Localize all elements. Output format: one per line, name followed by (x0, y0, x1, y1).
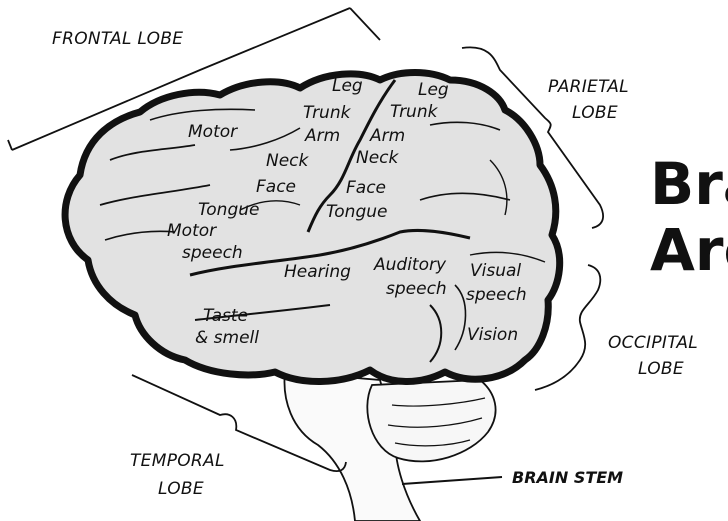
area-auditory-speech-line1: Auditory (373, 255, 447, 275)
area-auditory-speech-line2: speech (386, 279, 447, 299)
area-hearing: Hearing (284, 262, 351, 282)
area-taste-smell-line1: Taste (203, 306, 248, 326)
area-visual-speech-line2: speech (466, 285, 527, 305)
area-neck-1: Neck (266, 151, 310, 171)
area-vision: Vision (467, 325, 518, 345)
cerebellum (367, 380, 495, 461)
brain-stem-pointer (402, 477, 502, 484)
area-leg-1: Leg (332, 76, 363, 96)
occipital-lobe-label-line1: OCCIPITAL (608, 333, 698, 353)
area-taste-smell-line2: & smell (195, 328, 259, 348)
area-arm-1: Arm (304, 126, 340, 146)
temporal-lobe-label-line2: LOBE (158, 479, 204, 499)
area-visual-speech-line1: Visual (470, 261, 521, 281)
temporal-lobe-label-line1: TEMPORAL (130, 451, 225, 471)
area-motor: Motor (188, 122, 238, 142)
area-trunk-1: Trunk (303, 103, 352, 123)
area-tongue-2: Tongue (326, 202, 387, 222)
area-face-2: Face (346, 178, 386, 198)
area-leg-2: Leg (418, 80, 449, 100)
area-face-1: Face (256, 177, 296, 197)
brain-stem-label: BRAIN STEM (512, 468, 623, 487)
occipital-lobe-label-line2: LOBE (638, 359, 684, 379)
area-trunk-2: Trunk (390, 102, 439, 122)
area-motor-speech-line1: Motor (167, 221, 217, 241)
area-motor-speech-line2: speech (182, 243, 243, 263)
parietal-lobe-label-line1: PARIETAL (548, 77, 629, 97)
parietal-lobe-label-line2: LOBE (572, 103, 618, 123)
area-arm-2: Arm (369, 126, 405, 146)
title-line2: Are (650, 216, 728, 284)
area-tongue-1: Tongue (198, 200, 259, 220)
area-neck-2: Neck (356, 148, 400, 168)
frontal-lobe-label: FRONTAL LOBE (52, 29, 183, 49)
title-line1: Bra (650, 150, 728, 218)
